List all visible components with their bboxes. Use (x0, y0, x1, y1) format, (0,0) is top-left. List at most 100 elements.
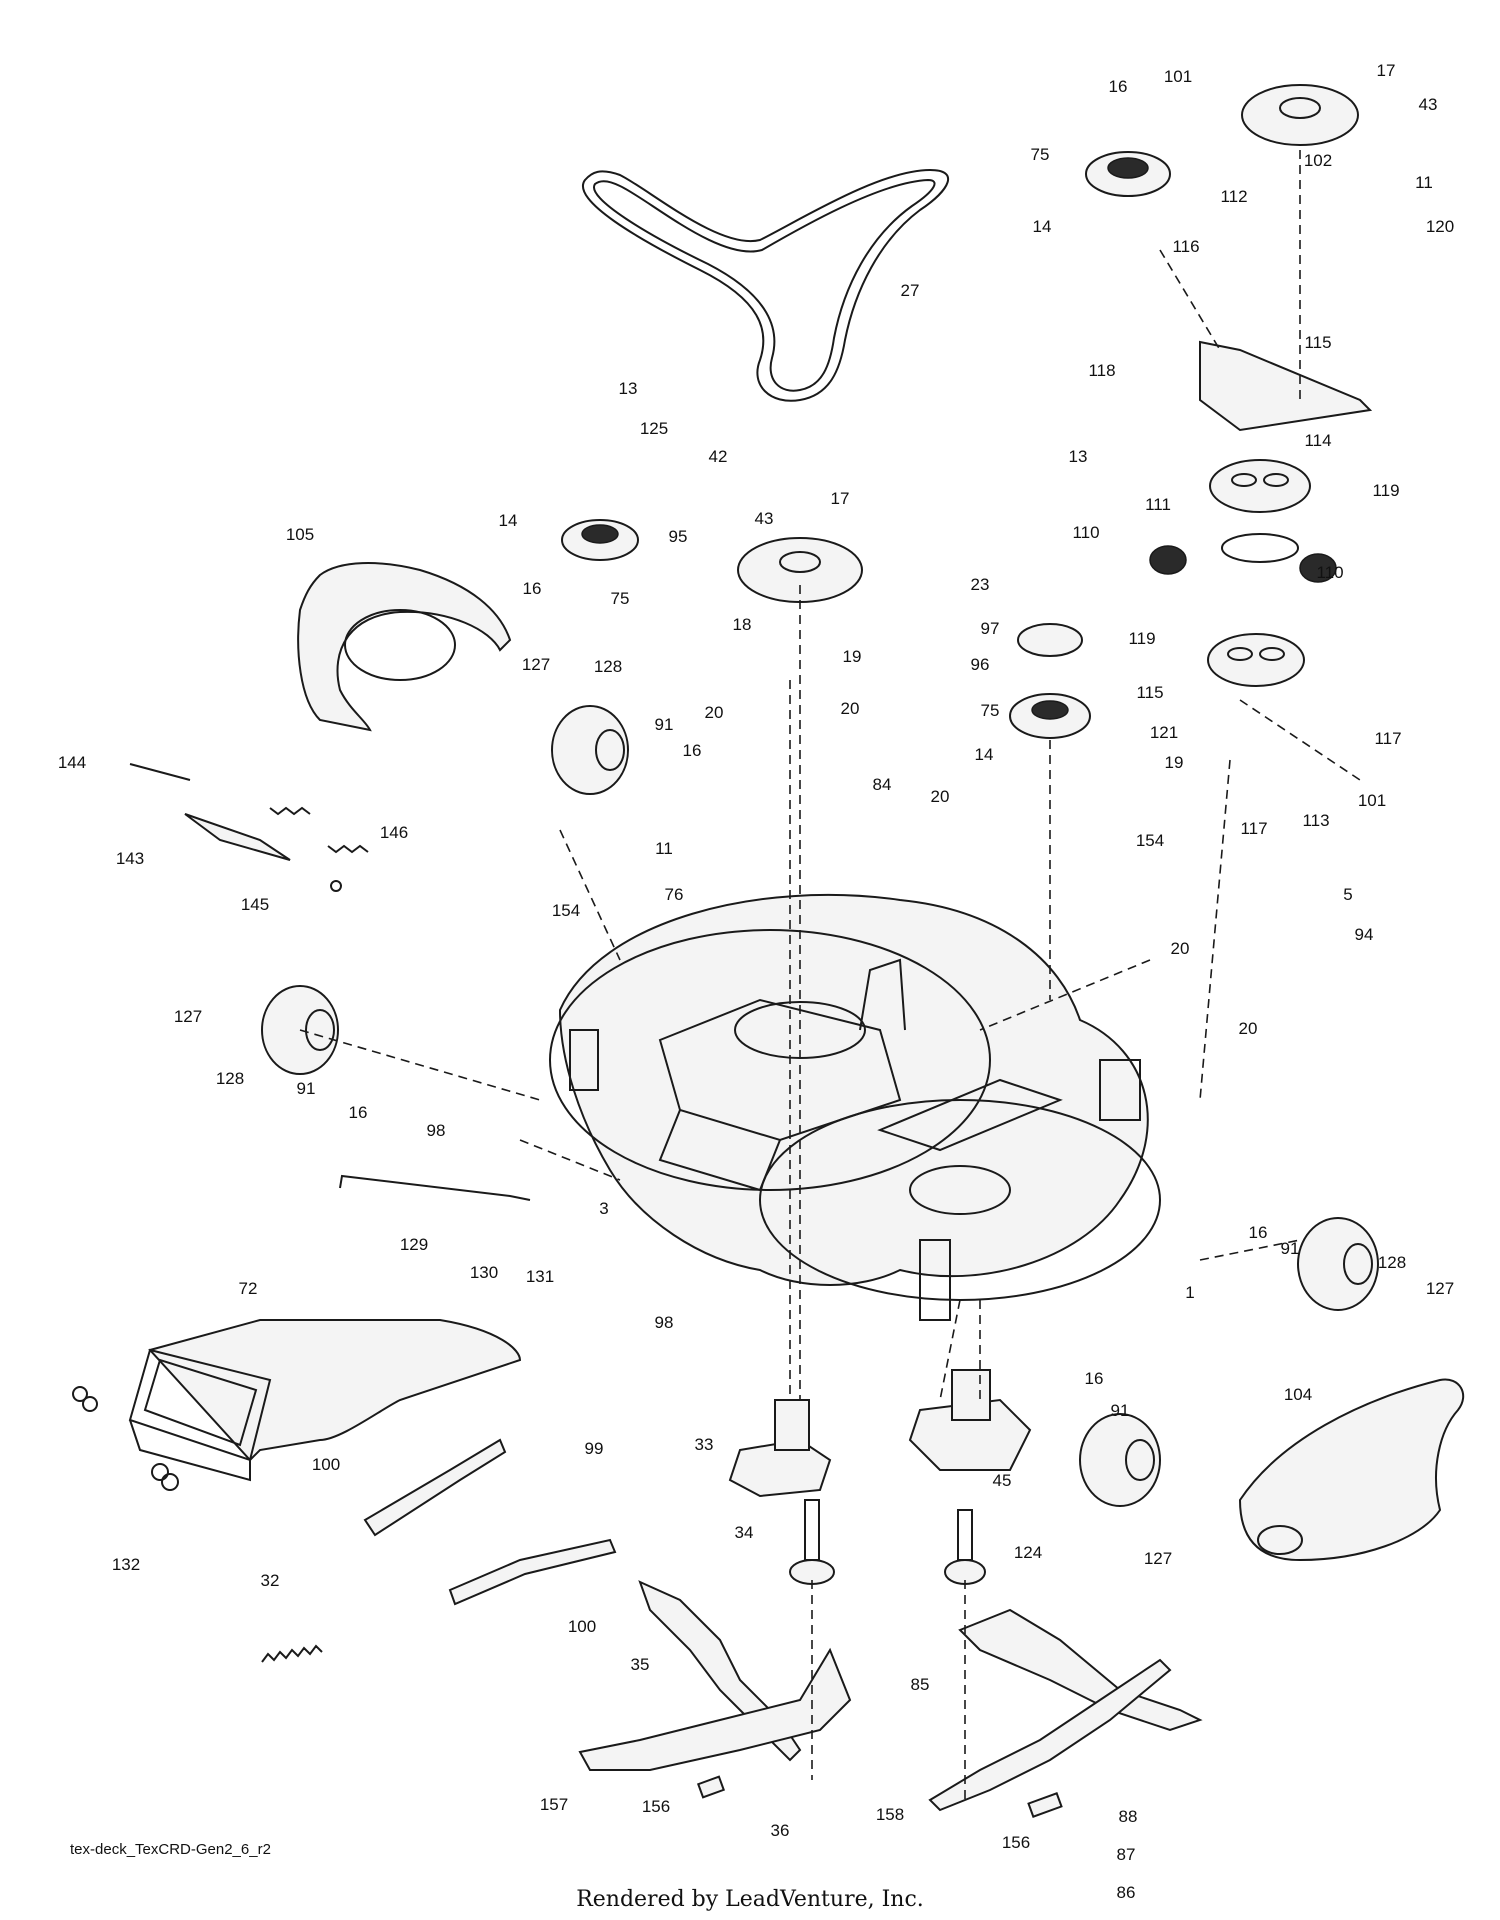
callout-91: 91 (297, 1079, 316, 1098)
callout-143: 143 (116, 849, 144, 868)
callout-157: 157 (540, 1795, 568, 1814)
lift-arm-upper (363, 1438, 507, 1537)
gauge-wheel-right (1297, 1217, 1379, 1311)
callout-128: 128 (216, 1069, 244, 1088)
callout-144: 144 (58, 753, 86, 772)
callout-85: 85 (911, 1675, 930, 1694)
callout-20: 20 (1171, 939, 1190, 958)
callout-91: 91 (655, 715, 674, 734)
callout-16: 16 (1249, 1223, 1268, 1242)
deflector-plate (184, 813, 291, 861)
callout-35: 35 (631, 1655, 650, 1674)
gear-upper (1209, 459, 1311, 513)
spindle-housing-left (728, 1399, 832, 1498)
callout-127: 127 (1426, 1279, 1454, 1298)
blade-adapter-right (1027, 1792, 1063, 1818)
belt-cover-right (1238, 1378, 1465, 1562)
callout-23: 23 (971, 575, 990, 594)
spindle-housing-right (908, 1369, 1032, 1471)
callout-16: 16 (1109, 77, 1128, 96)
callout-20: 20 (1239, 1019, 1258, 1038)
spring (261, 1644, 323, 1663)
callout-116: 116 (1172, 237, 1199, 256)
callout-110: 110 (1316, 563, 1343, 582)
callout-88: 88 (1119, 1807, 1138, 1826)
gauge-wheel-lower (1079, 1413, 1161, 1507)
callout-128: 128 (594, 657, 622, 676)
lift-link-rod (339, 1174, 531, 1201)
callout-119: 119 (1372, 481, 1399, 500)
callout-94: 94 (1355, 925, 1374, 944)
callout-20: 20 (705, 703, 724, 722)
callout-95: 95 (669, 527, 688, 546)
callout-14: 14 (975, 745, 994, 764)
callout-117: 117 (1240, 819, 1267, 838)
callout-14: 14 (499, 511, 518, 530)
callout-17: 17 (1377, 61, 1396, 80)
callout-127: 127 (1144, 1549, 1172, 1568)
callout-120: 120 (1426, 217, 1454, 236)
callout-16: 16 (349, 1103, 368, 1122)
flat-idler-97 (1017, 623, 1083, 657)
callout-98: 98 (655, 1313, 674, 1332)
lift-arm-lower (448, 1538, 617, 1606)
belt-cover-left-opening (344, 609, 456, 681)
deflector-spring-b (327, 844, 369, 854)
drive-belt-inner (593, 178, 936, 392)
callout-13: 13 (619, 379, 638, 398)
callout-100: 100 (312, 1455, 340, 1474)
callout-104: 104 (1284, 1385, 1312, 1404)
callout-19: 19 (843, 647, 862, 666)
callout-36: 36 (771, 1821, 790, 1840)
idler-pulley-middle-left (561, 519, 639, 561)
callout-33: 33 (695, 1435, 714, 1454)
callout-32: 32 (261, 1571, 280, 1590)
callout-115: 115 (1136, 683, 1163, 702)
callout-110: 110 (1072, 523, 1099, 542)
discharge-chute (128, 1319, 522, 1482)
blade-left-lower (578, 1647, 852, 1771)
callout-145: 145 (241, 895, 269, 914)
deflector-pin (330, 880, 342, 892)
blade-right-lower (928, 1658, 1172, 1812)
callout-131: 131 (526, 1267, 554, 1286)
callout-117: 117 (1374, 729, 1401, 748)
callout-20: 20 (931, 787, 950, 806)
gauge-wheel-upper (551, 705, 629, 795)
callout-3: 3 (599, 1199, 608, 1218)
callout-105: 105 (286, 525, 314, 544)
callout-156: 156 (642, 1797, 670, 1816)
assembly-lines (299, 150, 1361, 1800)
callout-72: 72 (239, 1279, 258, 1298)
callout-156: 156 (1002, 1833, 1030, 1852)
callout-17: 17 (831, 489, 850, 508)
gear-gasket (1221, 533, 1299, 563)
callout-11: 11 (1415, 173, 1433, 192)
callout-102: 102 (1304, 151, 1332, 170)
callout-75: 75 (1031, 145, 1050, 164)
chute-clips (72, 1386, 179, 1491)
callout-129: 129 (400, 1235, 428, 1254)
callout-45: 45 (993, 1471, 1012, 1490)
callout-101: 101 (1358, 791, 1386, 810)
callout-76: 76 (665, 885, 684, 904)
callout-127: 127 (174, 1007, 202, 1026)
callout-75: 75 (981, 701, 1000, 720)
belt-cover-left (297, 562, 512, 732)
callout-146: 146 (380, 823, 408, 842)
callout-84: 84 (873, 775, 892, 794)
callout-20: 20 (841, 699, 860, 718)
callout-121: 121 (1150, 723, 1178, 742)
callout-16: 16 (1085, 1369, 1104, 1388)
callout-99: 99 (585, 1439, 604, 1458)
deflector-rod (129, 763, 191, 781)
diagram-id: tex-deck_TexCRD-Gen2_6_r2 (70, 1841, 271, 1858)
callout-43: 43 (755, 509, 774, 528)
callout-132: 132 (112, 1555, 140, 1574)
callout-127: 127 (522, 655, 550, 674)
callout-111: 111 (1145, 495, 1171, 514)
callout-118: 118 (1088, 361, 1115, 380)
callout-113: 113 (1302, 811, 1329, 830)
callout-154: 154 (552, 901, 580, 920)
